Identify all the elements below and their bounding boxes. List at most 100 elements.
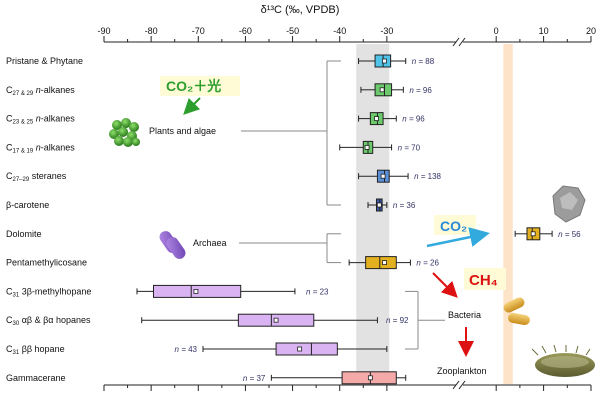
row-label-part: 27 & 29 xyxy=(13,91,34,97)
sample-size-prefix: n = xyxy=(402,115,416,124)
row-label-part: steranes xyxy=(29,171,67,181)
sample-size-value: 96 xyxy=(416,115,425,124)
row-label-part: β-carotene xyxy=(6,200,49,210)
iqr-box xyxy=(275,342,338,356)
sample-size-prefix: n = xyxy=(306,287,320,296)
row-label-part: 31 xyxy=(13,350,20,356)
group-label-plants: Plants and algae xyxy=(149,126,216,136)
box-row-6: n = 56 xyxy=(514,227,581,241)
box-row-0: n = 88 xyxy=(358,54,435,68)
sample-size-value: 96 xyxy=(423,86,432,95)
group-label-archaea: Archaea xyxy=(193,238,227,248)
row-label-part: -alkanes xyxy=(41,114,76,124)
row-label-part: n xyxy=(36,114,41,124)
sample-size-value: 36 xyxy=(406,201,415,210)
ch4-arrow xyxy=(432,272,458,298)
sample-size-value: 37 xyxy=(256,374,265,383)
x-tick-label-2: -70 xyxy=(192,26,205,36)
row-label-11: Gammacerane xyxy=(6,373,66,383)
row-label-part: 30 xyxy=(13,321,20,327)
sample-size-value: 138 xyxy=(428,172,442,181)
row-label-part: Dolomite xyxy=(6,229,42,239)
row-label-part: C xyxy=(6,142,13,152)
mean-marker xyxy=(530,231,536,237)
x-tick-label-8: 10 xyxy=(539,26,549,36)
sample-size-prefix: n = xyxy=(243,374,257,383)
co2-arrow xyxy=(426,227,490,248)
co2-light-annotation: CO₂＋光 xyxy=(166,78,221,94)
archaea-pill-icon xyxy=(159,231,186,259)
group-label-bacteria: Bacteria xyxy=(448,310,481,320)
ch4-annotation: CH₄ xyxy=(469,272,498,289)
top-axis-break-a xyxy=(452,37,460,47)
mean-marker xyxy=(273,317,279,323)
sample-size-label: n = 43 xyxy=(175,345,198,354)
row-label-part: C xyxy=(6,344,13,354)
row-label-6: Dolomite xyxy=(6,229,42,239)
row-label-9: C30 αβ & βα hopanes xyxy=(6,315,91,327)
row-label-1: C27 & 29 n-alkanes xyxy=(6,85,75,97)
zooplankton-icon xyxy=(531,344,595,377)
x-tick-label-9: 20 xyxy=(586,26,596,36)
sample-size-prefix: n = xyxy=(416,259,430,268)
sample-size-value: 70 xyxy=(411,143,420,152)
bottom-axis-break-b xyxy=(458,380,466,390)
sample-size-value: 88 xyxy=(425,57,434,66)
sample-size-prefix: n = xyxy=(386,316,400,325)
row-label-part: 3β-methylhopane xyxy=(19,286,91,296)
box-row-4: n = 138 xyxy=(358,169,442,183)
row-label-part: Pentamethylicosane xyxy=(6,258,87,268)
box-row-9: n = 92 xyxy=(141,313,409,327)
co2-annotation: CO₂ xyxy=(440,218,467,234)
sample-size-prefix: n = xyxy=(558,230,572,239)
ch4-box xyxy=(464,268,506,290)
sample-size-value: 92 xyxy=(400,316,409,325)
sample-size-label: n = 23 xyxy=(306,287,329,296)
x-tick-label-0: -90 xyxy=(97,26,110,36)
sample-size-value: 26 xyxy=(430,259,439,268)
sample-size-value: 23 xyxy=(320,287,329,296)
row-label-part: C xyxy=(6,114,13,124)
rock-sample-icon xyxy=(552,185,586,223)
sample-size-label: n = 138 xyxy=(414,172,441,181)
row-label-part: C xyxy=(6,286,13,296)
bottom-axis-break-a xyxy=(452,380,460,390)
sample-size-label: n = 70 xyxy=(398,143,421,152)
sample-size-label: n = 96 xyxy=(402,115,425,124)
sample-size-label: n = 26 xyxy=(416,259,439,268)
row-label-part: αβ & βα hopanes xyxy=(19,315,91,325)
co2-light-arrow xyxy=(183,97,201,115)
row-label-4: C27–29 steranes xyxy=(6,171,67,183)
row-label-part: C xyxy=(6,315,13,325)
row-label-0: Pristane & Phytane xyxy=(6,56,83,66)
row-label-3: C17 & 19 n-alkanes xyxy=(6,142,75,154)
x-tick-label-7: 0 xyxy=(494,26,499,36)
sample-size-prefix: n = xyxy=(414,172,428,181)
x-tick-label-5: -40 xyxy=(333,26,346,36)
row-label-part: Pristane & Phytane xyxy=(6,56,83,66)
box-row-2: n = 96 xyxy=(358,112,425,126)
row-label-part: 31 xyxy=(13,292,20,298)
mean-marker xyxy=(382,260,387,266)
x-tick-label-1: -80 xyxy=(145,26,158,36)
sample-size-label: n = 36 xyxy=(393,201,416,210)
row-label-part: 17 & 19 xyxy=(13,148,34,154)
row-label-8: C31 3β-methylhopane xyxy=(6,286,91,298)
sample-size-prefix: n = xyxy=(398,143,412,152)
row-label-10: C31 ββ hopane xyxy=(6,344,65,356)
row-label-part: 27–29 xyxy=(13,177,30,183)
box-row-5: n = 36 xyxy=(367,198,416,212)
sample-size-label: n = 37 xyxy=(243,374,266,383)
row-label-part: n xyxy=(36,142,41,152)
row-label-5: β-carotene xyxy=(6,200,49,210)
row-label-part: C xyxy=(6,171,13,181)
box-row-1: n = 96 xyxy=(360,83,432,97)
iqr-box xyxy=(365,256,397,270)
co2-light-box xyxy=(160,76,240,96)
mean-marker xyxy=(376,202,382,208)
sample-size-label: n = 96 xyxy=(409,86,432,95)
sample-size-prefix: n = xyxy=(409,86,423,95)
mean-marker xyxy=(297,346,303,352)
